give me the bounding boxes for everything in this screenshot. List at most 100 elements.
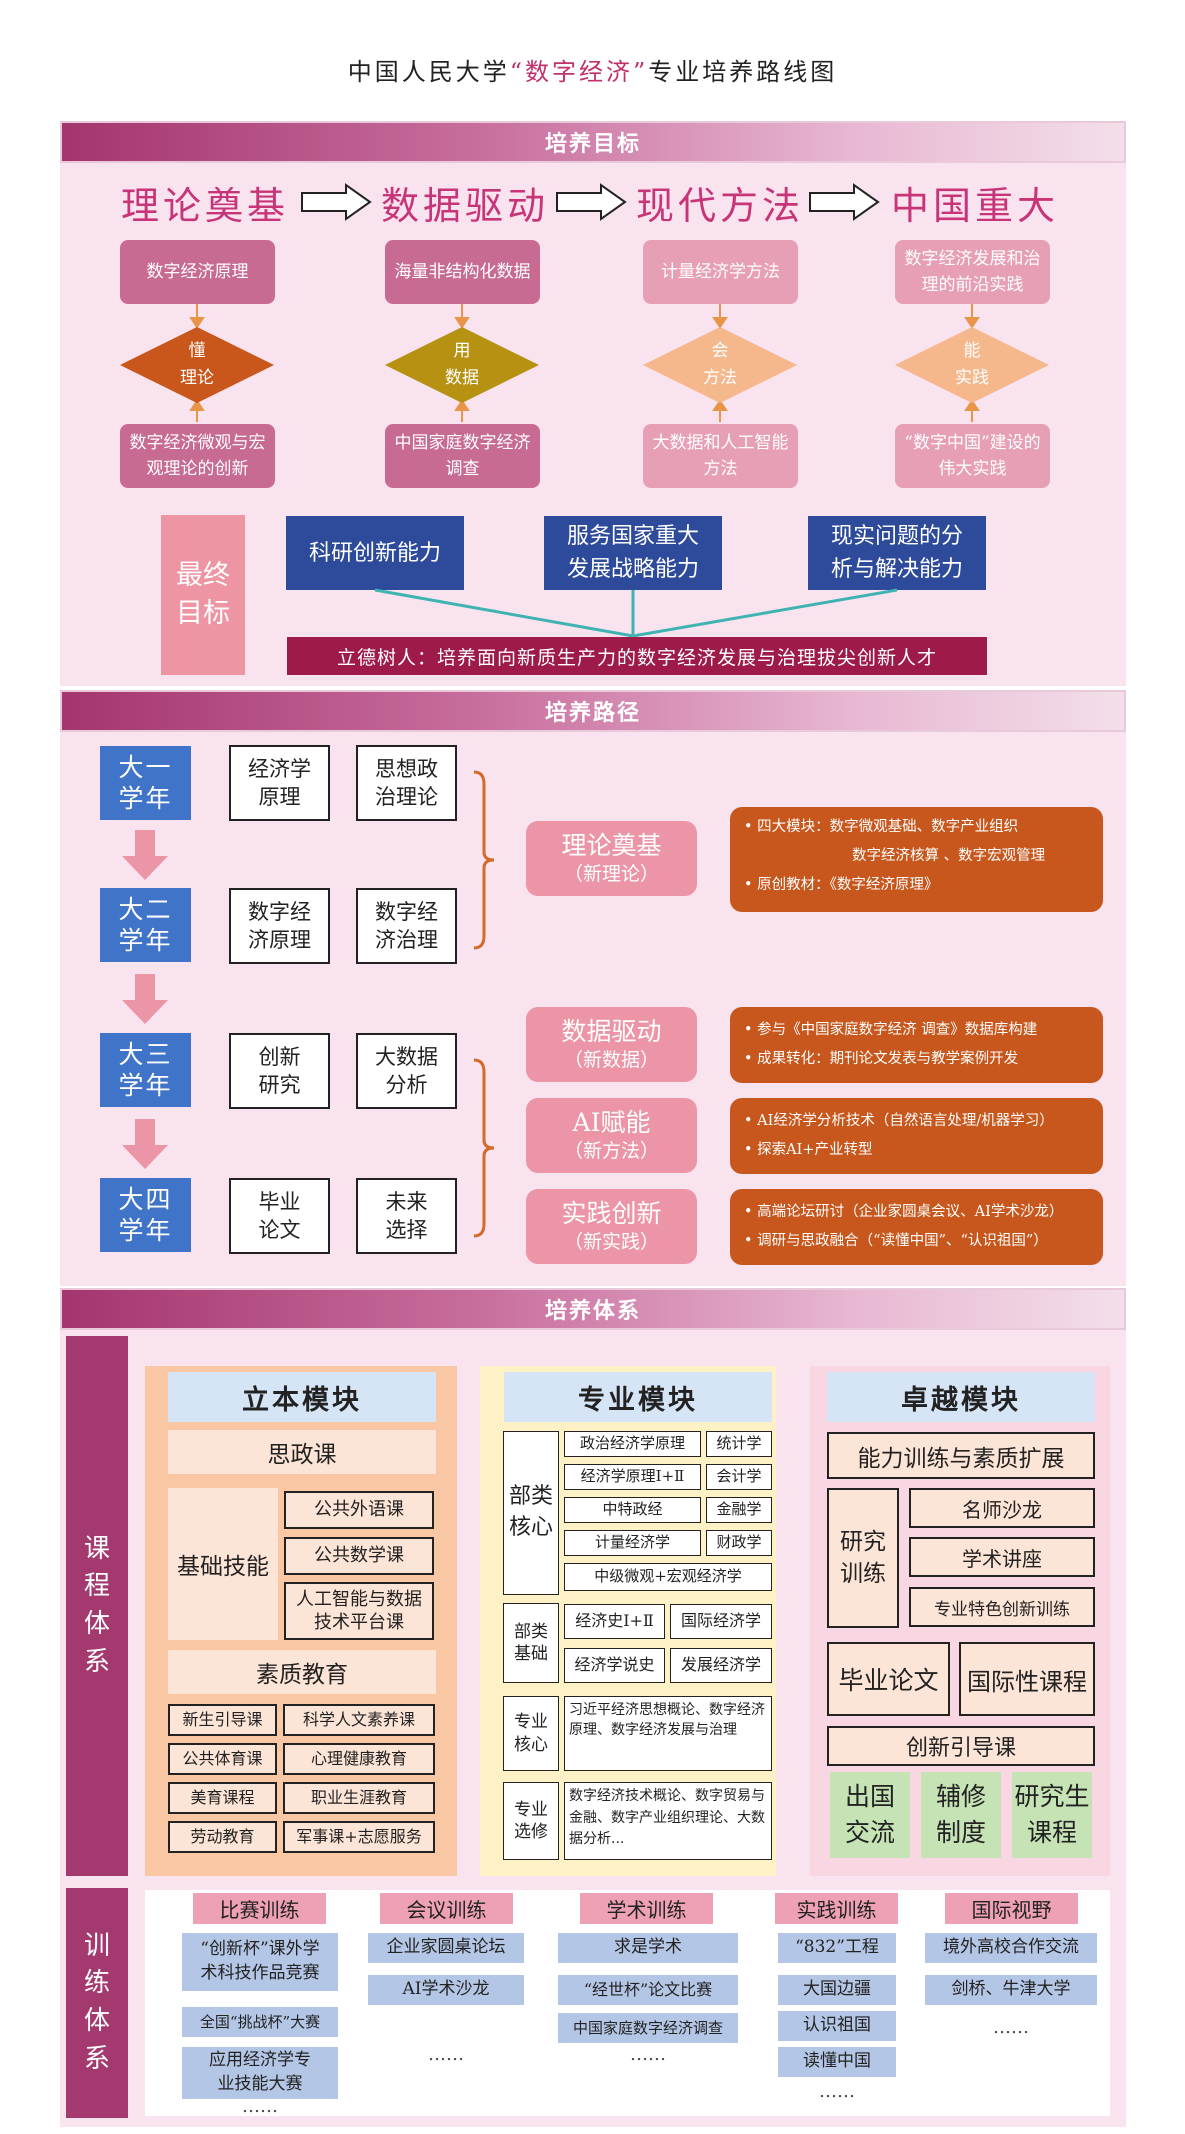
sizheng-course: 思政课: [168, 1430, 436, 1474]
year-4-course-1: 毕业 论文: [229, 1178, 330, 1254]
title-prefix: 中国人民大学: [347, 58, 510, 86]
research-item-2: 学术讲座: [909, 1537, 1095, 1577]
international-item-1: 境外高校合作交流: [925, 1933, 1097, 1963]
competition-item-1: “创新杯”课外学 术科技作品竞赛: [182, 1933, 338, 1991]
practice-item-4: 读懂中国: [778, 2047, 896, 2077]
quality-item-2: 科学人文素养课: [283, 1704, 435, 1736]
minor-system: 辅修 制度: [921, 1772, 1001, 1858]
quality-item-1: 新生引导课: [168, 1704, 277, 1736]
basic-skills-label: 基础技能: [168, 1488, 278, 1640]
core-item-5: 中特政经: [564, 1497, 701, 1523]
arrow-down-icon: [122, 1119, 168, 1169]
zhuoyue-header: 卓越模块: [827, 1372, 1095, 1422]
practice-item-1: “832”工程: [778, 1933, 896, 1963]
pillar-3-details: • AI经济学分析技术（自然语言处理/机器学习） • 探索AI+产业转型: [730, 1098, 1103, 1174]
international-more: ……: [993, 2016, 1029, 2038]
section-bar-path: 培养路径: [60, 690, 1126, 732]
practice-more: ……: [819, 2080, 855, 2102]
conference-more: ……: [428, 2043, 464, 2065]
major-core-label: 专业 核心: [503, 1696, 559, 1771]
liben-header: 立本模块: [168, 1372, 436, 1422]
basic-category-label: 部类 基础: [503, 1603, 559, 1683]
core-item-2: 统计学: [706, 1431, 772, 1457]
goal-bottom-box-2: 中国家庭数字经济调查: [385, 424, 540, 488]
pillar-2: 数据驱动（新数据）: [526, 1007, 697, 1082]
pillar-2-details: • 参与《中国家庭数字经济 调查》数据库构建 • 成果转化：期刊论文发表与教学案…: [730, 1007, 1103, 1083]
goal-bottom-box-4: “数字中国”建设的伟大实践: [895, 424, 1050, 488]
major-core-courses: 习近平经济思想概论、数字经济原理、数字经济发展与治理: [564, 1696, 772, 1771]
competition-more: ……: [242, 2095, 278, 2117]
basic-skill-3: 人工智能与数据 技术平台课: [284, 1582, 434, 1640]
goal-heading-1: 理论奠基: [120, 183, 289, 228]
goal-heading-4: 中国重大: [890, 183, 1059, 228]
international-item-2: 剑桥、牛津大学: [925, 1975, 1097, 2005]
core-category-label: 部类 核心: [503, 1431, 559, 1595]
ability-box-1: 科研创新能力: [286, 516, 464, 590]
competition-item-3: 应用经济学专 业技能大赛: [182, 2047, 338, 2099]
pillar-3: AI赋能（新方法）: [526, 1098, 697, 1173]
training-tag-2: 会议训练: [380, 1893, 513, 1924]
quality-item-4: 心理健康教育: [283, 1743, 435, 1775]
innovation-course: 创新引导课: [827, 1726, 1095, 1766]
arrow-right-icon: [809, 183, 880, 221]
basic-cat-item-2: 国际经济学: [670, 1604, 772, 1639]
elective-label: 专业 选修: [503, 1782, 559, 1860]
academic-more: ……: [630, 2043, 666, 2065]
training-tag-1: 比赛训练: [193, 1893, 326, 1924]
goal-top-box-1: 数字经济原理: [120, 240, 275, 304]
core-item-7: 计量经济学: [564, 1530, 701, 1556]
basic-skill-1: 公共外语课: [284, 1491, 434, 1529]
quality-item-6: 职业生涯教育: [283, 1782, 435, 1814]
section-title-path: 培养路径: [544, 700, 641, 726]
core-item-1: 政治经济学原理: [564, 1431, 701, 1457]
academic-item-2: “经世杯”论文比赛: [558, 1975, 738, 2005]
graduate-courses: 研究生 课程: [1012, 1772, 1092, 1858]
arrow-right-icon: [301, 183, 372, 221]
training-tag-5: 国际视野: [945, 1893, 1078, 1924]
core-item-4: 会计学: [706, 1464, 772, 1490]
year-4-label: 大四 学年: [100, 1178, 191, 1252]
goal-heading-3: 现代方法: [635, 183, 804, 228]
goal-diamond-3: 会 方法: [642, 326, 798, 404]
research-item-1: 名师沙龙: [909, 1488, 1095, 1528]
basic-cat-item-1: 经济史Ⅰ+Ⅱ: [564, 1604, 665, 1639]
title-suffix: 专业培养路线图: [648, 58, 838, 86]
year-4-course-2: 未来 选择: [356, 1178, 457, 1254]
core-item-3: 经济学原理Ⅰ+Ⅱ: [564, 1464, 701, 1490]
training-system-label: 训 练 体 系: [66, 1888, 128, 2118]
ability-box-3: 现实问题的分 析与解决能力: [808, 516, 986, 590]
elective-courses: 数字经济技术概论、数字贸易与金融、数字产业组织理论、大数据分析...: [564, 1782, 772, 1860]
final-goal-label: 最终 目标: [161, 515, 245, 675]
international-course: 国际性课程: [959, 1642, 1095, 1716]
arrow-down-icon: [122, 830, 168, 880]
pillar-1-details: • 四大模块：数字微观基础、数字产业组织 数字经济核算 、数字宏观管理 • 原创…: [730, 807, 1103, 912]
year-2-course-1: 数字经 济原理: [229, 888, 330, 964]
training-tag-4: 实践训练: [775, 1893, 898, 1924]
conference-item-1: 企业家圆桌论坛: [368, 1933, 524, 1963]
year-1-course-1: 经济学 原理: [229, 745, 330, 821]
section-title-goal: 培养目标: [544, 131, 641, 157]
academic-item-1: 求是学术: [558, 1933, 738, 1963]
quality-item-3: 公共体育课: [168, 1743, 277, 1775]
practice-item-2: 大国边疆: [778, 1975, 896, 2005]
goal-top-box-3: 计量经济学方法: [643, 240, 798, 304]
page-title: 中国人民大学“数字经济”专业培养路线图: [0, 52, 1185, 87]
basic-skill-2: 公共数学课: [284, 1537, 434, 1575]
goal-diamond-1: 懂 理论: [119, 326, 275, 404]
motto-banner: 立德树人：培养面向新质生产力的数字经济发展与治理拔尖创新人才: [287, 637, 987, 675]
arrow-down-icon: [122, 974, 168, 1024]
goal-top-box-2: 海量非结构化数据: [385, 240, 540, 304]
conference-item-2: AI学术沙龙: [368, 1975, 524, 2005]
ability-expansion: 能力训练与素质扩展: [827, 1432, 1095, 1479]
basic-cat-item-4: 发展经济学: [670, 1648, 772, 1683]
pillar-4-details: • 高端论坛研讨（企业家圆桌会议、AI学术沙龙） • 调研与思政融合（“读懂中国…: [730, 1189, 1103, 1265]
core-item-6: 金融学: [706, 1497, 772, 1523]
core-item-9: 中级微观+宏观经济学: [564, 1563, 772, 1591]
study-abroad: 出国 交流: [830, 1772, 910, 1858]
year-2-course-2: 数字经 济治理: [356, 888, 457, 964]
bracket-connectors: [473, 770, 495, 1238]
goal-connectors: [189, 304, 980, 422]
arrow-right-icon: [556, 183, 627, 221]
goal-heading-2: 数据驱动: [380, 183, 549, 228]
goal-bottom-box-3: 大数据和人工智能方法: [643, 424, 798, 488]
